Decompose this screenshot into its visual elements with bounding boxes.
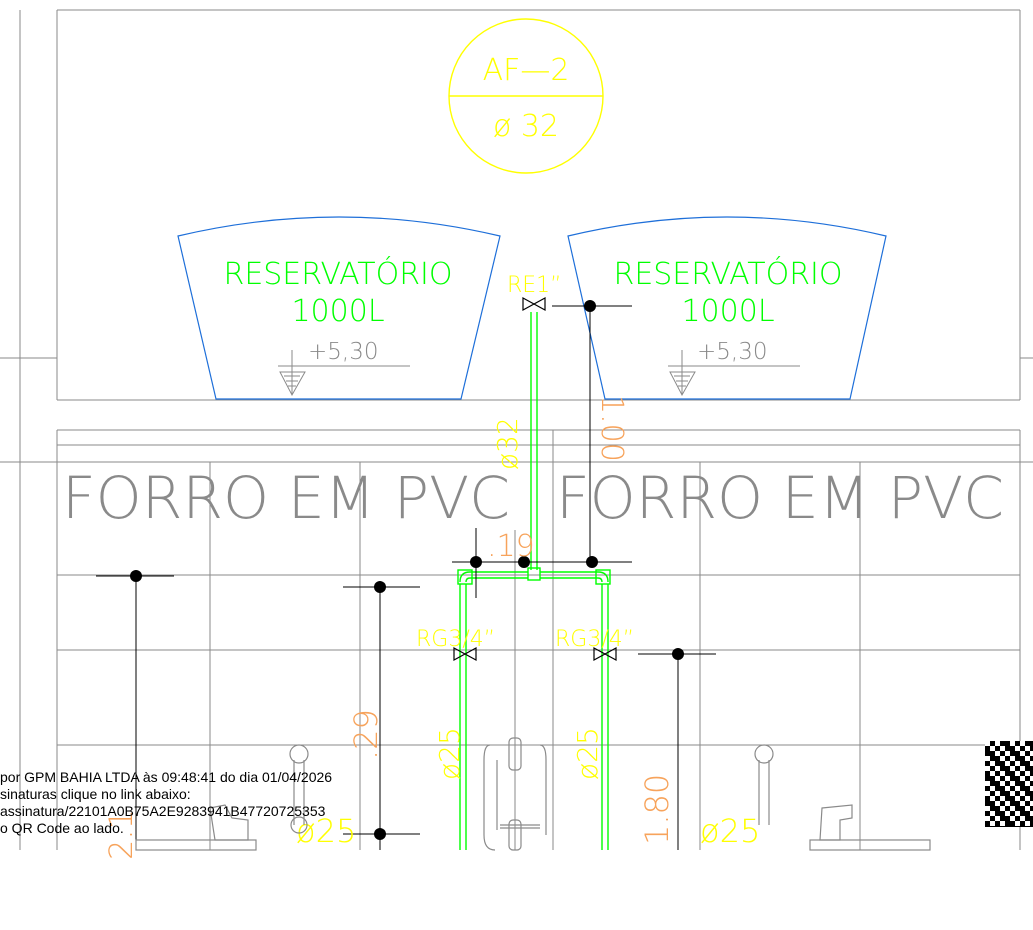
pipe-network (457, 312, 611, 850)
dimension-small: .19 (487, 529, 535, 564)
signature-stamp: por GPM BAHIA LTDA às 09:48:41 do dia 01… (0, 769, 470, 837)
building-outline (0, 9, 1033, 850)
ceiling-label-right: FORRO EM PVC (556, 464, 1004, 532)
level-right-value: +5,30 (697, 339, 767, 365)
level-marker-right: +5,30 (668, 339, 800, 397)
pipe-main-diameter: ø32 (491, 417, 524, 470)
dimension-top: 1.00 (594, 395, 629, 462)
pipe-right-diameter: ø25 (571, 727, 604, 780)
valve-top-label: RE1” (507, 273, 562, 298)
pipe-bottom-left-diameter: ø25 (296, 812, 356, 850)
reservoir-right-name: RESERVATÓRIO (613, 255, 842, 292)
af-tag-label: AF—2 (483, 53, 570, 88)
reservoir-right-outline (567, 216, 887, 400)
leader-dots (130, 300, 684, 840)
stamp-line-1: por GPM BAHIA LTDA às 09:48:41 do dia 01… (0, 769, 333, 785)
dimension-right: 1.80 (638, 774, 676, 845)
reservoir-left-outline (177, 216, 501, 400)
level-marker-left: +5,30 (278, 339, 410, 397)
level-left-value: +5,30 (308, 339, 378, 365)
dimension-left-a: .29 (347, 709, 385, 760)
stamp-line-2: sinaturas clique no link abaixo: (0, 786, 191, 802)
valve-right-label: RG3/4” (555, 627, 634, 652)
pipe-bottom-right-diameter: ø25 (700, 812, 760, 850)
reservoir-left-capacity: 1000L (291, 294, 384, 329)
pipe-left-diameter: ø25 (433, 727, 466, 780)
leader-lines (96, 305, 716, 850)
valve-left-icon (453, 646, 477, 662)
reservoir-right-capacity: 1000L (681, 294, 774, 329)
dimension-left-b: 2.1 (102, 809, 140, 860)
valve-top-icon (522, 296, 546, 312)
stamp-line-3: assinatura/22101A0B75A2E9283941B47720725… (0, 803, 326, 819)
stamp-line-4: o QR Code ao lado. (0, 820, 124, 836)
valve-right-icon (593, 646, 617, 662)
valve-left-label: RG3/4” (416, 627, 495, 652)
af-tag-diameter: ø 32 (493, 109, 559, 144)
qr-code-icon (985, 741, 1033, 827)
fixtures (135, 737, 931, 851)
reservoir-left-name: RESERVATÓRIO (223, 255, 452, 292)
ceiling-label-left: FORRO EM PVC (62, 464, 510, 532)
